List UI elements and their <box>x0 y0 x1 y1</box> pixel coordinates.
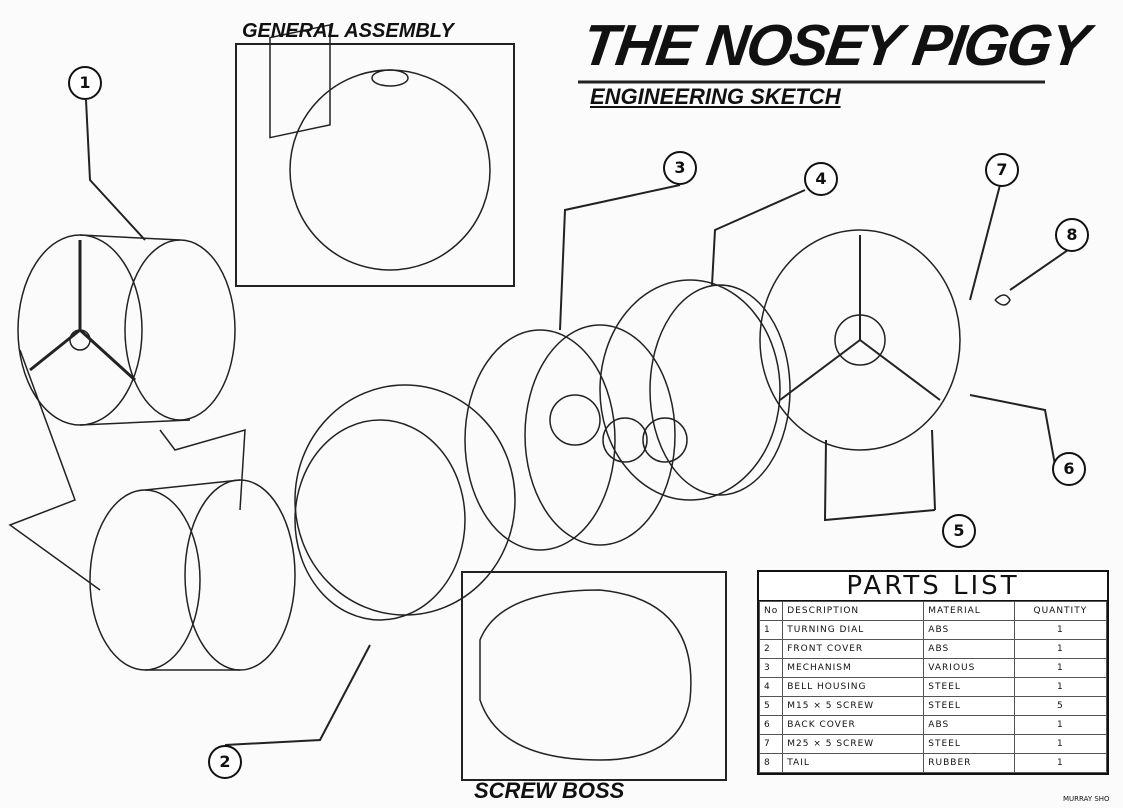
callout-5: 5 <box>942 514 976 548</box>
cell-description: M25 × 5 SCREW <box>782 734 925 754</box>
parts-list-heading: PARTS LIST <box>759 572 1107 601</box>
screw-boss-label: SCREW BOSS <box>474 778 625 803</box>
cell-no: 6 <box>758 715 784 735</box>
cell-material: STEEL <box>923 677 1015 697</box>
general-assembly-frame <box>235 43 515 287</box>
cell-quantity: 1 <box>1013 620 1108 640</box>
cell-description: BELL HOUSING <box>782 677 925 697</box>
cell-material: ABS <box>923 715 1015 735</box>
cell-quantity: 1 <box>1013 753 1108 773</box>
tail <box>994 294 1011 306</box>
cell-material: STEEL <box>923 696 1015 716</box>
back-cover <box>759 229 961 451</box>
cell-material: STEEL <box>923 734 1015 754</box>
front-cover <box>294 384 516 616</box>
cell-material: VARIOUS <box>923 658 1015 678</box>
cell-description: MECHANISM <box>782 658 925 678</box>
cell-material: ABS <box>923 620 1015 640</box>
cell-quantity: 5 <box>1013 696 1108 716</box>
cell-quantity: 1 <box>1013 734 1108 754</box>
general-assembly-label: GENERAL ASSEMBLY <box>242 20 454 42</box>
cell-no: 4 <box>758 677 784 697</box>
assembly-dial <box>269 23 331 139</box>
cell-description: M15 × 5 SCREW <box>782 696 925 716</box>
cell-no: 3 <box>758 658 784 678</box>
parts-header-row: No DESCRIPTION MATERIAL QUANTITY <box>758 601 1108 621</box>
cell-quantity: 1 <box>1013 658 1108 678</box>
callout-3: 3 <box>663 151 697 185</box>
page-subtitle: ENGINEERING SKETCH <box>590 84 841 109</box>
header-description: DESCRIPTION <box>782 601 925 621</box>
cell-no: 5 <box>758 696 784 716</box>
assembly-body <box>289 69 491 271</box>
screw-boss-shell <box>479 589 692 761</box>
header-material: MATERIAL <box>923 601 1015 621</box>
leader-lines <box>85 99 1069 746</box>
callout-1: 1 <box>68 66 102 100</box>
page-title: THE NOSEY PIGGY <box>578 13 1092 78</box>
callout-6: 6 <box>1052 452 1086 486</box>
cell-quantity: 1 <box>1013 715 1108 735</box>
callout-2: 2 <box>208 745 242 779</box>
assembly-ear <box>371 69 409 87</box>
cell-quantity: 1 <box>1013 639 1108 659</box>
header-quantity: QUANTITY <box>1013 601 1108 621</box>
cell-no: 7 <box>758 734 784 754</box>
parts-list: PARTS LIST No DESCRIPTION MATERIAL QUANT… <box>757 570 1109 775</box>
cell-quantity: 1 <box>1013 677 1108 697</box>
cell-material: ABS <box>923 639 1015 659</box>
cell-description: TAIL <box>782 753 925 773</box>
cell-description: FRONT COVER <box>782 639 925 659</box>
callout-7: 7 <box>985 153 1019 187</box>
callout-8: 8 <box>1055 218 1089 252</box>
mechanism-plate <box>464 329 616 551</box>
bell-housing <box>599 279 781 501</box>
header-no: No <box>758 601 784 621</box>
cell-no: 8 <box>758 753 784 773</box>
author-credit: MURRAY SHO <box>1063 795 1110 803</box>
cell-material: RUBBER <box>923 753 1015 773</box>
callout-4: 4 <box>804 162 838 196</box>
cell-description: BACK COVER <box>782 715 925 735</box>
screw-boss-frame <box>461 571 727 781</box>
cell-no: 1 <box>758 620 784 640</box>
cell-no: 2 <box>758 639 784 659</box>
dial-lower-face <box>89 489 201 671</box>
cell-description: TURNING DIAL <box>782 620 925 640</box>
